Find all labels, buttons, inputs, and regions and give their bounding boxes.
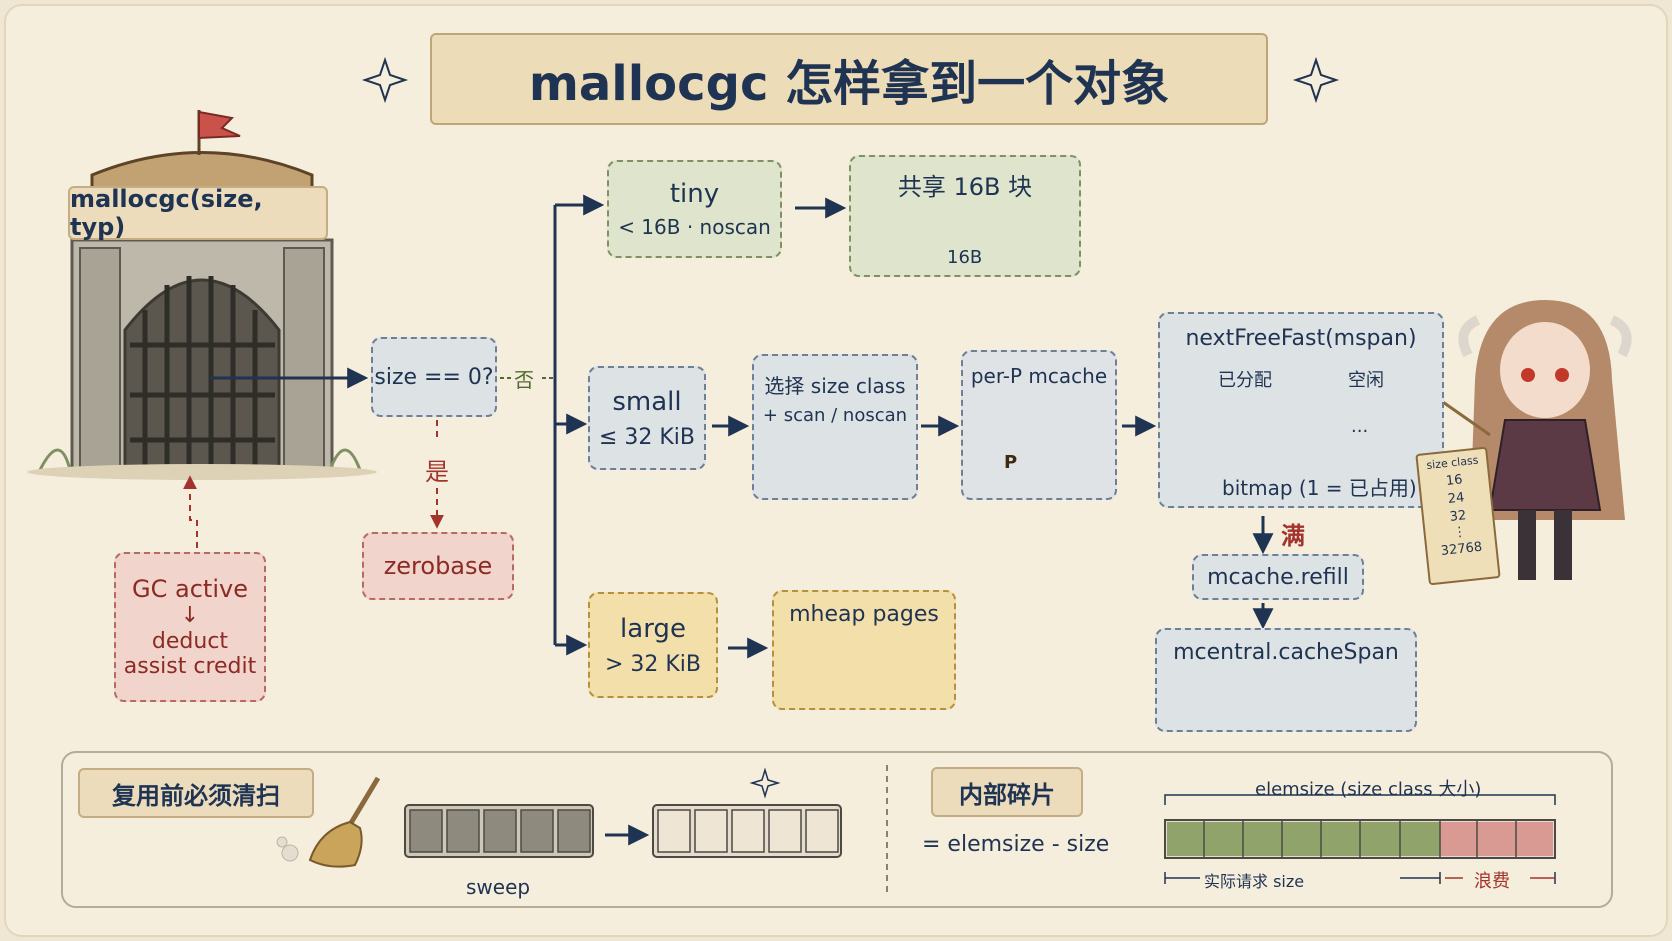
mcache-refill-box: mcache.refill (1192, 554, 1364, 600)
sweep-tag-text: 复用前必须清扫 (112, 781, 280, 810)
character-illustration (1439, 300, 1632, 580)
allocated-label: 已分配 (1218, 370, 1272, 391)
mcache-refill-label: mcache.refill (1207, 564, 1349, 590)
fragmentation-tag: 内部碎片 (931, 767, 1083, 817)
size-class-row: 24 (1447, 490, 1466, 507)
no-branch-label: 否 (514, 368, 534, 392)
tiny-shared-block: 共享 16B 块 (849, 155, 1081, 277)
size-class-row: 32 (1449, 508, 1468, 525)
zerobase-box: zerobase (362, 532, 514, 600)
down-arrow-icon: ↓ (180, 603, 200, 628)
elemsize-label: elemsize (size class 大小) (1255, 779, 1482, 800)
mcentral-cache-span-title: mcentral.cacheSpan (1173, 640, 1399, 665)
size-zero-check: size == 0? (371, 337, 497, 417)
fragmentation-bar (1164, 794, 1556, 884)
fragmentation-formula: = elemsize - size (922, 832, 1110, 857)
actual-size-label: 实际请求 size (1204, 872, 1305, 891)
p-badge-label: P (1004, 452, 1018, 473)
castle-gate-icon (27, 110, 377, 480)
bitmap-label: bitmap (1 = 已占用) (1222, 476, 1417, 500)
mheap-pages-title: mheap pages (789, 602, 939, 627)
yes-branch-label: 是 (425, 458, 449, 486)
tiny-size-label: 16B (947, 247, 983, 268)
gate-label-text: mallocgc(size, typ) (70, 185, 263, 241)
small-box: small ≤ 32 KiB (588, 366, 706, 470)
full-label: 满 (1281, 522, 1305, 550)
select-size-class-title: 选择 size class (764, 374, 906, 398)
size-zero-check-label: size == 0? (374, 364, 494, 390)
small-subtitle: ≤ 32 KiB (598, 424, 696, 450)
gc-deduct-label: deduct (151, 629, 229, 654)
mcentral-cache-span-box: mcentral.cacheSpan (1155, 628, 1417, 732)
gc-assist-credit-label: assist credit (123, 654, 257, 679)
sparkle-icon (361, 56, 1340, 104)
gate-label: mallocgc(size, typ) (68, 185, 328, 241)
zerobase-label: zerobase (383, 552, 493, 580)
clean-cells (652, 767, 842, 858)
size-class-row: ⋮ (1452, 524, 1467, 541)
size-class-row: 16 (1445, 472, 1464, 490)
size-class-row: 32768 (1440, 539, 1483, 559)
per-p-mcache-box: per-P mcache (961, 350, 1117, 500)
large-subtitle: > 32 KiB (604, 651, 702, 677)
waste-label: 浪费 (1474, 871, 1510, 892)
tiny-title: tiny (669, 179, 720, 209)
next-free-fast-title: nextFreeFast(mspan) (1185, 326, 1417, 351)
fragmentation-tag-text: 内部碎片 (959, 780, 1055, 809)
size-class-board: size class 16 24 32 ⋮ 32768 (1415, 446, 1501, 586)
size-class-board-title: size class (1425, 453, 1480, 472)
next-free-fast-box: nextFreeFast(mspan) (1158, 312, 1444, 508)
bitmap-dots: ... (1351, 416, 1369, 437)
gc-active-title: GC active (132, 575, 248, 603)
broom-icon (276, 776, 381, 868)
large-box: large > 32 KiB (588, 592, 718, 698)
tiny-box: tiny < 16B · noscan (607, 160, 782, 258)
select-size-class-box: 选择 size class + scan / noscan (752, 354, 918, 500)
tiny-subtitle: < 16B · noscan (618, 215, 771, 239)
dirty-cells (404, 804, 594, 858)
page-title: mallocgc 怎样拿到一个对象 (430, 33, 1268, 125)
free-label: 空闲 (1348, 370, 1384, 391)
small-title: small (612, 386, 682, 417)
large-title: large (620, 613, 686, 644)
select-size-class-subtitle: + scan / noscan (762, 405, 908, 426)
page-title-text: mallocgc 怎样拿到一个对象 (528, 56, 1170, 112)
per-p-mcache-title: per-P mcache (970, 364, 1108, 388)
sweep-label: sweep (466, 875, 531, 899)
sweep-tag: 复用前必须清扫 (78, 768, 314, 818)
tiny-shared-title: 共享 16B 块 (897, 173, 1033, 201)
gc-active-box: GC active ↓ deduct assist credit (114, 552, 266, 702)
mheap-pages-box: mheap pages (772, 590, 956, 710)
